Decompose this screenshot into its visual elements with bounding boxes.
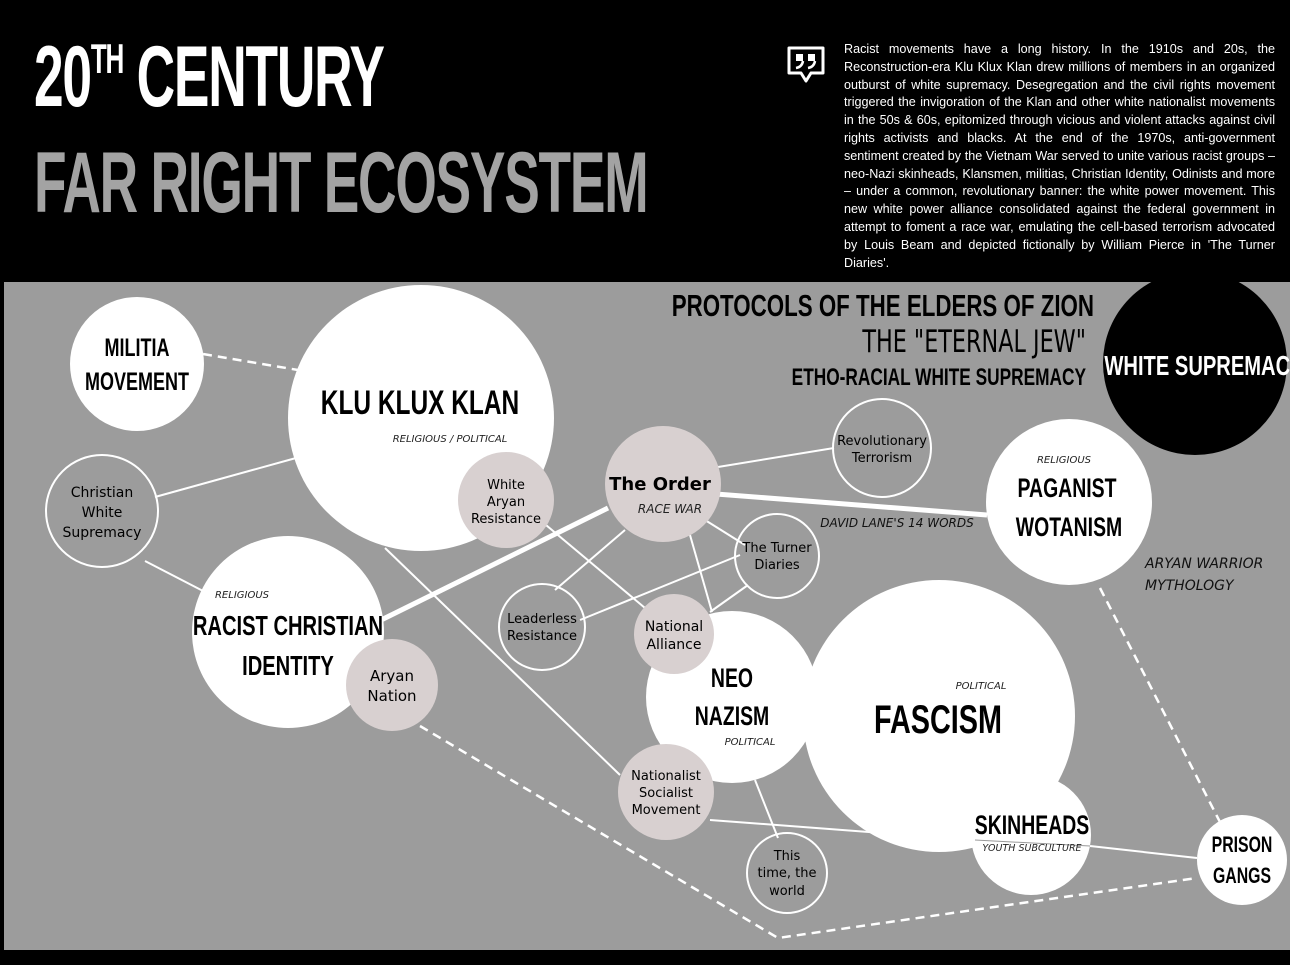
node-christian-white-supremacy: Christian White Supremacy bbox=[45, 454, 159, 568]
header: 20TH CENTURY FAR RIGHT ECOSYSTEM Racist … bbox=[0, 0, 1290, 282]
title-line-2: FAR RIGHT ECOSYSTEM bbox=[34, 135, 649, 231]
connector-militia-kkk bbox=[202, 352, 299, 372]
label-aryan-warrior-2: MYTHOLOGY bbox=[1145, 578, 1235, 594]
label-david-lane: DAVID LANE'S 14 WORDS bbox=[820, 516, 974, 530]
connector-order-neonazism bbox=[689, 534, 713, 613]
natall-label-2: Alliance bbox=[646, 637, 701, 653]
aryan-nation-label-1: Aryan bbox=[370, 667, 414, 685]
node-militia-movement: MILITIA MOVEMENT bbox=[70, 297, 204, 431]
node-turner-diaries: The Turner Diaries bbox=[734, 513, 820, 599]
diagram-panel: WHITE SUPREMACY MILITIA MOVEMENT KLU KLU… bbox=[4, 282, 1290, 950]
turner-label-1: The Turner bbox=[741, 541, 812, 556]
connector-kkk-nsm bbox=[384, 547, 621, 776]
cws-label-1: Christian bbox=[71, 485, 133, 501]
node-aryan-nation: Aryan Nation bbox=[346, 639, 438, 731]
neonazism-label-2: NAZISM bbox=[695, 701, 769, 731]
node-prison-gangs: PRISON GANGS bbox=[1197, 815, 1287, 905]
intro-paragraph: Racist movements have a long history. In… bbox=[844, 42, 1275, 270]
connector-natall-turner bbox=[709, 584, 749, 613]
leaderless-label-2: Resistance bbox=[507, 629, 577, 644]
neonazism-tag: POLITICAL bbox=[725, 737, 776, 748]
neonazism-label-1: NEO bbox=[711, 663, 753, 693]
paganist-tag: RELIGIOUS bbox=[1037, 455, 1092, 466]
cws-label-3: Supremacy bbox=[63, 525, 142, 541]
title-century: CENTURY bbox=[136, 29, 385, 125]
connector-order-revterror bbox=[717, 447, 835, 468]
war-label-3: Resistance bbox=[471, 512, 541, 527]
paganist-label-1: PAGANIST bbox=[1018, 473, 1117, 503]
militia-label-2: MOVEMENT bbox=[85, 367, 190, 396]
header-eternal-jew: THE "ETERNAL JEW" bbox=[862, 324, 1086, 360]
natall-label-1: National bbox=[645, 619, 703, 635]
node-paganist-wotanism: RELIGIOUS PAGANIST WOTANISM bbox=[986, 419, 1152, 585]
title-superscript: TH bbox=[90, 35, 124, 82]
militia-label-1: MILITIA bbox=[105, 333, 170, 362]
node-white-supremacy: WHITE SUPREMACY bbox=[1103, 282, 1290, 455]
rci-tag: RELIGIOUS bbox=[215, 590, 270, 601]
war-label-1: White bbox=[487, 478, 525, 493]
node-racist-christian-identity: RELIGIOUS RACIST CHRISTIAN IDENTITY bbox=[192, 536, 384, 728]
connector-neonazism-thistime bbox=[754, 779, 779, 839]
connector-order-leaderless bbox=[554, 529, 626, 591]
nsm-label-1: Nationalist bbox=[631, 769, 701, 784]
revterror-label-2: Terrorism bbox=[851, 451, 912, 466]
connector-aryannation-prison-dashed bbox=[419, 724, 1198, 940]
connector-paganist-prison-dashed bbox=[1098, 587, 1224, 827]
order-tag: RACE WAR bbox=[638, 502, 702, 516]
skinheads-tag: YOUTH SUBCULTURE bbox=[982, 843, 1081, 854]
node-leaderless-resistance: Leaderless Resistance bbox=[498, 583, 586, 671]
node-nationalist-socialist-movement: Nationalist Socialist Movement bbox=[618, 744, 714, 840]
white-supremacy-label: WHITE SUPREMACY bbox=[1104, 351, 1290, 382]
order-label: The Order bbox=[609, 474, 711, 495]
ecosystem-diagram: WHITE SUPREMACY MILITIA MOVEMENT KLU KLU… bbox=[45, 282, 1290, 940]
connector-leaderless-turner bbox=[579, 554, 741, 621]
node-this-time-the-world: This time, the world bbox=[746, 832, 828, 914]
node-revolutionary-terrorism: Revolutionary Terrorism bbox=[832, 398, 932, 498]
thistime-label-3: world bbox=[769, 884, 805, 899]
aryan-nation-label-2: Nation bbox=[367, 687, 416, 705]
skinheads-connector-overlay bbox=[974, 839, 1091, 847]
thistime-label-2: time, the bbox=[758, 866, 817, 881]
paganist-label-2: WOTANISM bbox=[1016, 512, 1123, 542]
connector-cws-rci bbox=[144, 560, 206, 593]
nsm-label-3: Movement bbox=[632, 803, 701, 818]
connector-skinheads-prison bbox=[1089, 845, 1198, 859]
revterror-label-1: Revolutionary bbox=[837, 434, 927, 449]
node-white-aryan-resistance: White Aryan Resistance bbox=[458, 452, 554, 548]
prison-label-1: PRISON bbox=[1212, 834, 1273, 858]
title-number: 20 bbox=[34, 29, 92, 125]
fascism-label: FASCISM bbox=[874, 697, 1002, 742]
header-protocols: PROTOCOLS OF THE ELDERS OF ZION bbox=[672, 288, 1094, 322]
turner-label-2: Diaries bbox=[754, 558, 800, 573]
rci-label-2: IDENTITY bbox=[242, 651, 334, 682]
fascism-tag: POLITICAL bbox=[956, 681, 1007, 692]
node-the-order: The Order RACE WAR bbox=[605, 426, 721, 542]
rci-label-1: RACIST CHRISTIAN bbox=[193, 611, 383, 642]
quote-speech-bubble-icon bbox=[787, 46, 825, 83]
footer-bar bbox=[0, 950, 1290, 965]
thistime-label-1: This bbox=[773, 849, 801, 864]
connector-cws-kkk bbox=[154, 457, 297, 498]
header-ethno-racial: ETHO-RACIAL WHITE SUPREMACY bbox=[792, 364, 1086, 390]
connector-rci-order bbox=[371, 505, 610, 627]
leaderless-label-1: Leaderless bbox=[507, 612, 577, 627]
connector-order-paganist bbox=[715, 491, 988, 518]
kkk-label: KLU KLUX KLAN bbox=[321, 384, 519, 422]
prison-label-2: GANGS bbox=[1213, 865, 1271, 889]
title-line-1: 20TH CENTURY bbox=[34, 34, 385, 120]
war-label-2: Aryan bbox=[487, 495, 525, 510]
label-aryan-warrior-1: ARYAN WARRIOR bbox=[1144, 556, 1263, 572]
nsm-label-2: Socialist bbox=[639, 786, 693, 801]
node-national-alliance: National Alliance bbox=[634, 594, 714, 674]
ideology-headers: PROTOCOLS OF THE ELDERS OF ZION THE "ETE… bbox=[672, 288, 1094, 390]
connector-order-turner bbox=[704, 519, 746, 546]
kkk-tag: RELIGIOUS / POLITICAL bbox=[393, 434, 508, 445]
cws-label-2: White bbox=[82, 505, 123, 521]
skinheads-label: SKINHEADS bbox=[975, 810, 1089, 840]
node-skinheads: SKINHEADS YOUTH SUBCULTURE bbox=[971, 775, 1091, 895]
